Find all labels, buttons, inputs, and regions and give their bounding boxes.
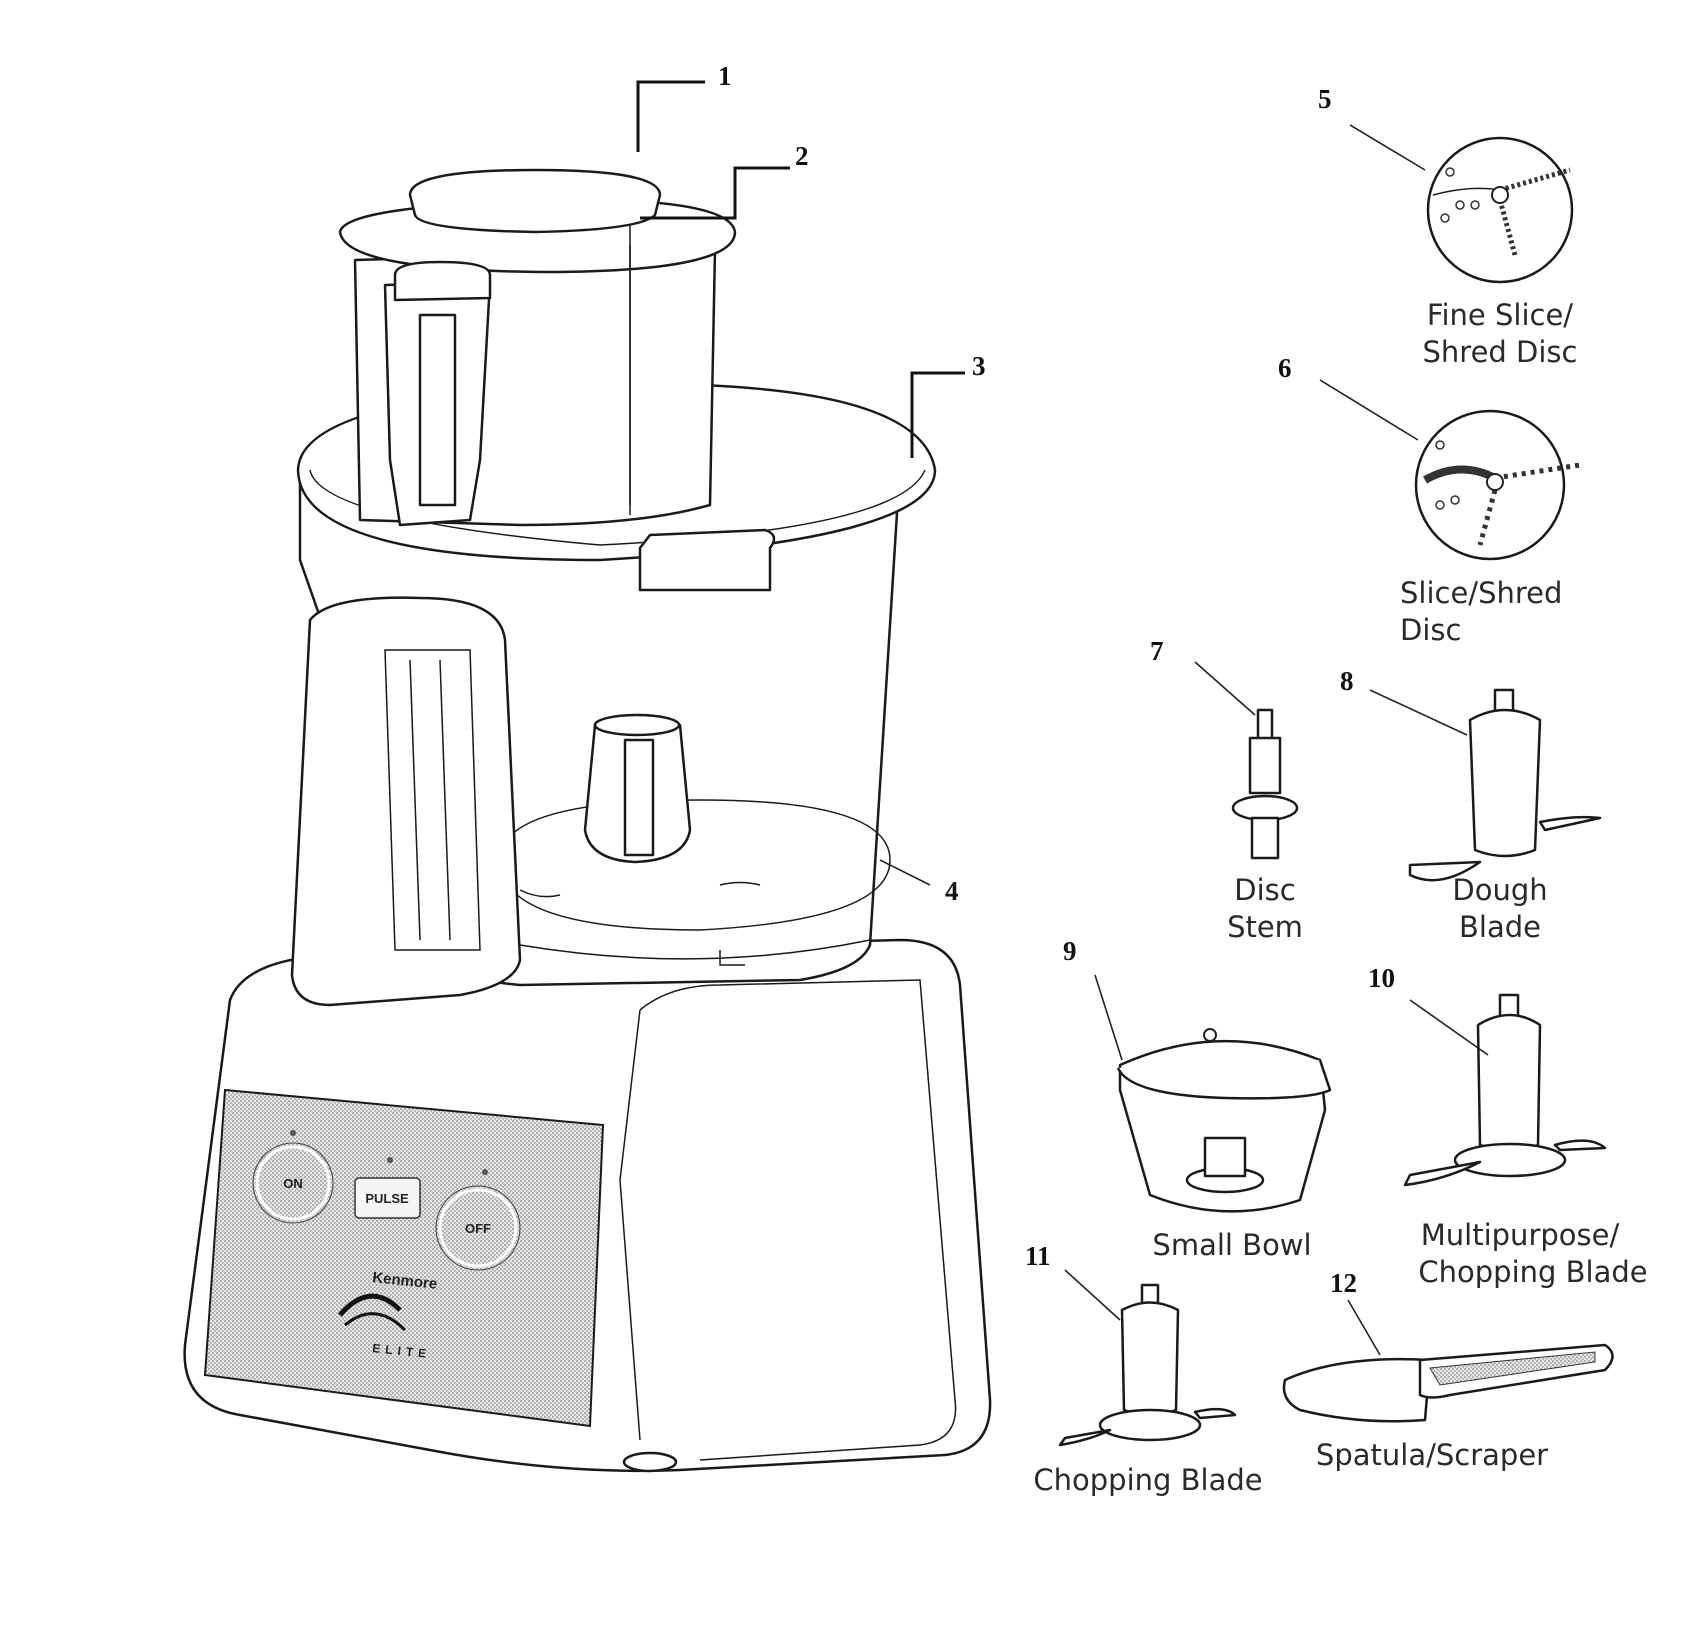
caption-8-line2: Blade xyxy=(1459,910,1541,944)
dough-blade xyxy=(1408,688,1602,882)
part-number-6: 6 xyxy=(1278,353,1292,383)
food-processor: ON PULSE OFF Kenmore ELITE xyxy=(183,80,992,1473)
off-indicator-light xyxy=(482,1169,488,1175)
part-number-2: 2 xyxy=(795,141,809,171)
chopping-blade xyxy=(1058,1283,1237,1447)
part-number-5: 5 xyxy=(1318,84,1332,114)
caption-5-line2: Shred Disc xyxy=(1423,335,1578,369)
caption-5-line1: Fine Slice/ xyxy=(1427,298,1573,332)
part-number-7: 7 xyxy=(1150,636,1164,666)
part-number-10: 10 xyxy=(1368,963,1395,993)
on-indicator-light xyxy=(290,1130,296,1136)
small-bowl xyxy=(1116,1028,1332,1213)
caption-7-line1: Disc xyxy=(1234,873,1295,907)
caption-7-line2: Stem xyxy=(1227,910,1303,944)
part-captions: Fine Slice/ Shred Disc Slice/Shred Disc … xyxy=(1033,298,1647,1497)
part-number-11: 11 xyxy=(1025,1241,1051,1271)
part-number-3: 3 xyxy=(972,351,986,381)
off-button-label: OFF xyxy=(465,1221,491,1236)
leader-lines-main xyxy=(636,80,965,886)
caption-12: Spatula/Scraper xyxy=(1316,1438,1548,1472)
caption-8-line1: Dough xyxy=(1452,873,1547,907)
spatula-scraper xyxy=(1282,1343,1614,1423)
slice-shred-disc xyxy=(1414,409,1581,561)
multipurpose-chopping-blade xyxy=(1403,993,1607,1187)
part-numbers: 1 2 3 4 5 6 7 8 9 10 11 12 xyxy=(718,61,1395,1298)
part-number-12: 12 xyxy=(1330,1268,1357,1298)
fine-slice-shred-disc xyxy=(1426,136,1574,284)
small-food-pusher xyxy=(408,168,662,505)
part-number-9: 9 xyxy=(1063,936,1077,966)
off-button[interactable]: OFF xyxy=(435,1169,521,1271)
disc-stem xyxy=(1231,708,1299,860)
brand-sub: ELITE xyxy=(372,1341,432,1361)
caption-10-line2: Chopping Blade xyxy=(1418,1255,1647,1289)
pulse-button[interactable]: PULSE xyxy=(354,1157,421,1219)
bowl-center-shaft xyxy=(583,713,692,864)
on-button-label: ON xyxy=(283,1176,303,1191)
brand-logo: Kenmore ELITE xyxy=(338,1269,438,1361)
caption-6-line2: Disc xyxy=(1400,613,1461,647)
leader-lines-accessories xyxy=(1064,124,1489,1356)
on-button[interactable]: ON xyxy=(252,1130,334,1224)
caption-6-line1: Slice/Shred xyxy=(1400,576,1562,610)
pulse-indicator-light xyxy=(387,1157,393,1163)
part-number-1: 1 xyxy=(718,61,732,91)
brand-name: Kenmore xyxy=(372,1269,438,1293)
part-number-4: 4 xyxy=(945,876,959,906)
part-number-8: 8 xyxy=(1340,666,1354,696)
pulse-button-label: PULSE xyxy=(365,1191,409,1206)
caption-10-line1: Multipurpose/ xyxy=(1421,1218,1620,1252)
caption-11: Chopping Blade xyxy=(1033,1463,1262,1497)
control-panel: ON PULSE OFF Kenmore ELITE xyxy=(203,1088,605,1428)
caption-9: Small Bowl xyxy=(1152,1228,1311,1262)
handle xyxy=(290,260,522,1007)
